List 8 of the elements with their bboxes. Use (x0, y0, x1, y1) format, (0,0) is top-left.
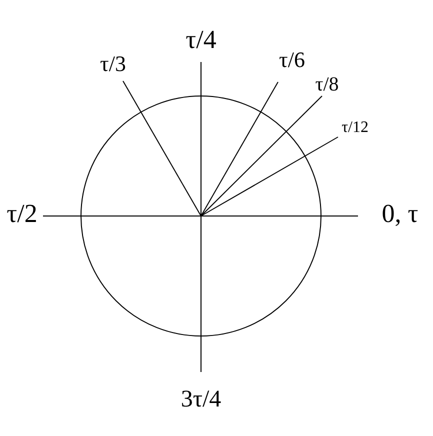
angle-label: τ/2 (6, 199, 38, 229)
angle-label: 0, τ (382, 199, 418, 229)
angle-label: τ/3 (100, 51, 126, 77)
angle-label: 3τ/4 (180, 386, 222, 414)
angle-label: τ/6 (279, 47, 305, 73)
angle-label: τ/12 (342, 119, 368, 137)
angle-label: τ/4 (186, 25, 216, 55)
angle-label: τ/8 (315, 74, 339, 96)
